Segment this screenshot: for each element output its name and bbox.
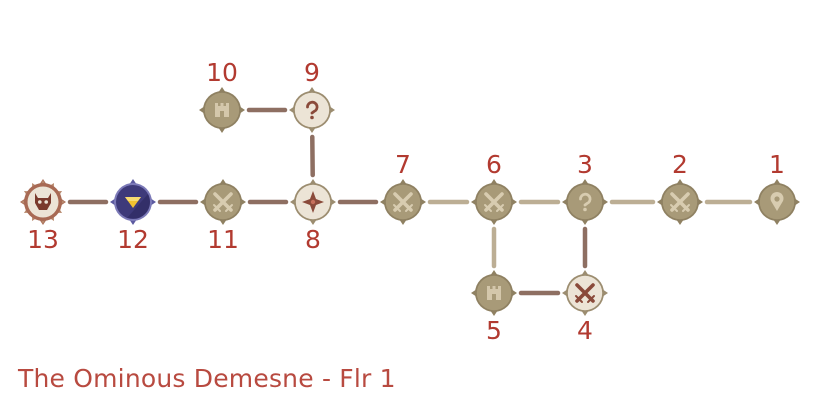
node-label-2: 2 [672, 150, 688, 179]
node-label-7: 7 [395, 150, 411, 179]
node-label-6: 6 [486, 150, 502, 179]
node-label-12: 12 [117, 225, 149, 254]
demon-skull-icon [35, 193, 51, 210]
node-button-6[interactable] [474, 182, 514, 222]
node-button-2[interactable] [660, 182, 700, 222]
node-label-13: 13 [27, 225, 59, 254]
map-connectors [67, 107, 753, 296]
node-label-8: 8 [305, 225, 321, 254]
connector-9-10 [246, 107, 288, 113]
node-button-3[interactable] [565, 182, 605, 222]
node-button-4[interactable] [565, 273, 605, 313]
node-button-10[interactable] [202, 90, 242, 130]
crossed-swords-icon [670, 192, 690, 212]
crossed-swords-icon [575, 283, 595, 303]
node-button-8[interactable] [293, 182, 333, 222]
crossed-swords-icon [213, 192, 233, 212]
connector-2-3 [609, 199, 656, 205]
connector-8-11 [247, 199, 289, 205]
connector-11-12 [157, 199, 199, 205]
node-button-7[interactable] [383, 182, 423, 222]
map-node-2[interactable] [657, 179, 703, 225]
connector-3-4 [582, 226, 588, 269]
crossed-swords-icon [484, 192, 504, 212]
connector-6-7 [427, 199, 470, 205]
map-node-12[interactable] [110, 179, 156, 225]
map-node-9[interactable] [289, 87, 335, 133]
node-label-1: 1 [769, 150, 785, 179]
map-nodes [20, 87, 800, 316]
node-button-13[interactable] [23, 182, 63, 222]
map-node-10[interactable] [199, 87, 245, 133]
node-label-3: 3 [577, 150, 593, 179]
node-label-10: 10 [206, 58, 238, 87]
node-button-1[interactable] [757, 182, 797, 222]
connector-4-5 [518, 290, 561, 296]
map-node-11[interactable] [200, 179, 246, 225]
map-node-1[interactable] [754, 179, 800, 225]
map-node-5[interactable] [471, 270, 517, 316]
question-icon [306, 100, 319, 120]
node-label-4: 4 [577, 316, 593, 345]
compass-star-icon [302, 191, 324, 213]
crossed-swords-icon [393, 192, 413, 212]
connector-1-2 [704, 199, 753, 205]
map-node-7[interactable] [380, 179, 426, 225]
connector-7-8 [337, 199, 379, 205]
map-node-6[interactable] [471, 179, 517, 225]
connector-3-6 [518, 199, 561, 205]
castle-icon [487, 286, 501, 300]
floor-title: The Ominous Demesne - Flr 1 [18, 364, 396, 393]
connector-5-6 [491, 226, 497, 269]
node-label-9: 9 [304, 58, 320, 87]
connector-12-13 [67, 199, 109, 205]
node-label-11: 11 [207, 225, 239, 254]
question-icon [579, 192, 592, 212]
map-node-8[interactable] [290, 179, 336, 225]
node-button-11[interactable] [203, 182, 243, 222]
map-pin-icon [770, 192, 784, 211]
castle-icon [215, 103, 229, 117]
node-button-12[interactable] [113, 182, 153, 222]
gem-icon [125, 197, 141, 208]
map-node-4[interactable] [562, 270, 608, 316]
node-button-9[interactable] [292, 90, 332, 130]
node-label-5: 5 [486, 316, 502, 345]
map-node-3[interactable] [562, 179, 608, 225]
node-button-5[interactable] [474, 273, 514, 313]
connector-8-9 [310, 134, 315, 178]
map-node-13[interactable] [20, 179, 66, 225]
